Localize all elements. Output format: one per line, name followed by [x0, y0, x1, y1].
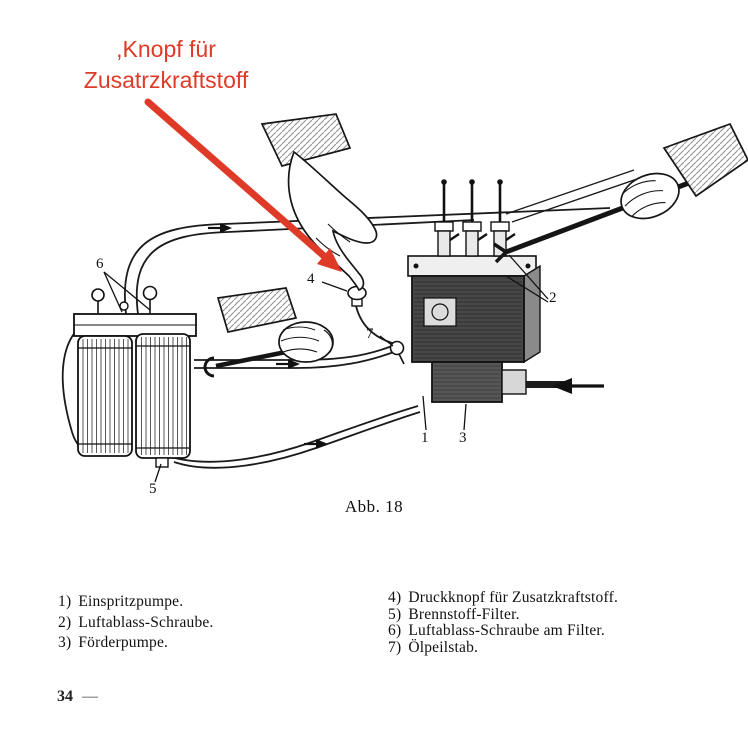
push-button [347, 285, 367, 307]
hand-right [493, 122, 748, 264]
legend-item: 7) Ölpeilstab. [388, 638, 618, 657]
legend-left-column: 1) Einspritzpumpe. 2) Luftablass-Schraube.… [58, 592, 214, 654]
legend-item-number: 2) [58, 613, 72, 631]
oil-dipstick [389, 340, 405, 365]
legend-item-text: Förderpumpe. [78, 634, 169, 651]
legend-right-column: 4) Druckknopf für Zusatzkraftstoff. 5) Bre… [388, 589, 619, 657]
annotation-arrow-icon [144, 98, 342, 272]
legend-item: 3) Förderpumpe. [58, 633, 214, 654]
wrench-left-icon [203, 349, 287, 378]
legend-item-text: Einspritzpumpe. [78, 593, 184, 610]
page-footer: 34 — [57, 688, 98, 706]
legend-item: 1) Einspritzpumpe. [58, 592, 214, 613]
legend-item-text: Luftablass-Schraube am Filter. [408, 622, 605, 639]
footer-dash: — [82, 688, 98, 705]
annotation-line-1: ,Knopf für [116, 36, 216, 62]
leader-lines [103, 254, 549, 483]
part-label-1: 1 [421, 430, 429, 446]
legend-item-text: Brennstoff-Filter. [408, 605, 520, 623]
injector-valves [434, 179, 516, 257]
page-number: 34 [57, 688, 73, 705]
part-label-7: 7 [366, 326, 374, 342]
legend-item-number: 7) [388, 638, 402, 656]
part-label-6: 6 [96, 256, 104, 272]
legend-item: 2) Luftablass-Schraube. [58, 613, 214, 634]
legend-item-text: Luftablass-Schraube. [78, 613, 214, 631]
legend-item: 4) Druckknopf für Zusatzkraftstoff. [388, 589, 619, 607]
feed-pump [431, 361, 564, 403]
annotation-text: ,Knopf für Zusatrzkraftstoff [38, 34, 294, 96]
annotation-line-2: Zusatrzkraftstoff [83, 67, 249, 93]
legend-item-number: 5) [388, 605, 402, 623]
fuel-filters [73, 285, 197, 468]
part-label-2: 2 [549, 290, 557, 306]
hand-top [260, 113, 378, 292]
legend-item: 6) Luftablass-Schraube am Filter. [388, 622, 618, 640]
legend-item-number: 1) [58, 593, 72, 610]
figure-artwork [61, 98, 748, 483]
hand-left [203, 287, 334, 378]
part-label-4: 4 [307, 271, 315, 287]
legend-item-number: 4) [388, 589, 402, 606]
figure-caption: Abb. 18 [344, 497, 404, 516]
injection-pump [347, 179, 564, 403]
legend-item-text: Druckknopf für Zusatzkraftstoff. [408, 589, 619, 606]
flow-arrow-icons [208, 223, 604, 449]
legend-item-text: Ölpeilstab. [408, 638, 479, 656]
part-label-3: 3 [459, 430, 467, 446]
legend-item-number: 6) [388, 622, 402, 639]
part-label-5: 5 [149, 481, 157, 497]
legend-item-number: 3) [58, 634, 72, 651]
legend-item: 5) Brennstoff-Filter. [388, 605, 618, 624]
